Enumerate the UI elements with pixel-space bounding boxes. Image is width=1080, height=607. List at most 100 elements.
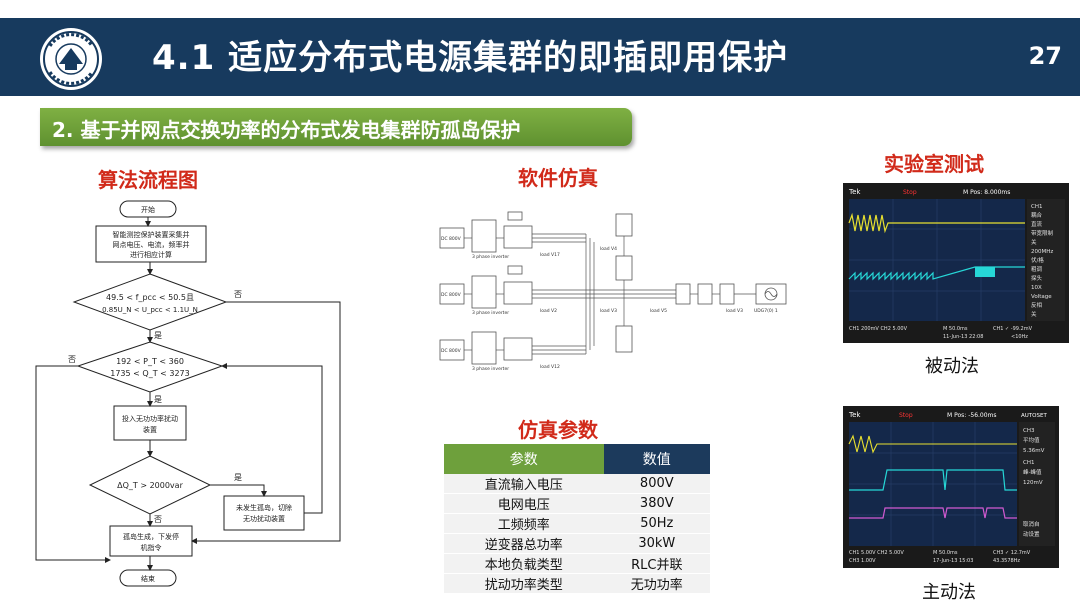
scope1-side-text: 反相 [1031, 301, 1043, 309]
sim-label-dc2: DC 800V [441, 292, 462, 298]
inject-line1: 投入无功功率扰动 [122, 414, 178, 423]
param-name: 电网电压 [444, 493, 604, 514]
no-island-line1: 未发生孤岛，切除 [236, 503, 292, 512]
scope1-side-text: 探头 [1031, 274, 1043, 282]
process-no-island [223, 495, 305, 531]
dec3-text: ΔQ_T > 2000var [117, 481, 183, 490]
scope2-side-text: 动设置 [1023, 530, 1040, 538]
scope1-side-text: 耦合 [1031, 211, 1043, 219]
scope2-date: 17-Jun-13 15:03 [933, 558, 973, 564]
oscilloscope-active: Tek Stop M Pos: -56.00ms AUTOSET CH3 平均值… [843, 406, 1059, 568]
param-name: 本地负载类型 [444, 553, 604, 574]
sim-label-load1: load V17 [540, 252, 560, 258]
sim-label-load2: load V2 [540, 308, 557, 314]
sim-label-load7: load V3 [726, 308, 743, 314]
inject-line2: 装置 [143, 425, 157, 434]
table-row: 扰动功率类型无功功率 [444, 573, 710, 594]
university-logo-icon [40, 28, 102, 90]
collect-line3: 进行相应计算 [130, 250, 172, 259]
decision-power [76, 341, 224, 393]
scope2-channel3: CH3 1.00V [849, 558, 876, 564]
scope2-side-text: 取消自 [1023, 520, 1040, 528]
scope1-status: Stop [903, 189, 917, 196]
algorithm-flowchart: 开始 智能测控保护装置采集并 网点电压、电流，频率并 进行相应计算 49.5 <… [35, 200, 341, 587]
oscilloscope-passive: Tek Stop M Pos: 8.000ms CH1 耦合 直流 带宽限制 关… [843, 183, 1069, 343]
scope2-freq: 43.3578Hz [993, 558, 1020, 564]
scope1-timescale: M 50.0ms [943, 326, 968, 332]
scope1-side-text: 直流 [1031, 220, 1043, 228]
scope1-channels: CH1 200mV CH2 5.00V [849, 326, 908, 332]
dec1-line1: 49.5 < f_pcc < 50.5且 [106, 293, 194, 302]
scope2-brand: Tek [848, 411, 861, 419]
param-value: 30kW [603, 533, 710, 554]
param-name: 扰动功率类型 [444, 573, 604, 594]
scope2-side-text: 峰-峰值 [1023, 468, 1042, 476]
scope2-side-text: 120mV [1023, 480, 1043, 486]
no-island-line2: 无功扰动装置 [243, 514, 285, 523]
flowchart-title: 算法流程图 [98, 168, 198, 192]
sim-label-load3: load V12 [540, 364, 560, 370]
passive-caption: 被动法 [925, 356, 979, 377]
island-line2: 机指令 [141, 543, 162, 552]
software-title: 软件仿真 [518, 166, 598, 190]
sim-label-source: UDG7(0) 1 [754, 308, 778, 314]
end-text: 结束 [141, 574, 155, 583]
label-yes-1: 是 [154, 331, 162, 340]
scope1-side-text: 粗调 [1031, 265, 1043, 273]
sim-label-load5: load V4 [600, 246, 617, 252]
scope1-side-text: 关 [1031, 238, 1037, 246]
island-line1: 孤岛生成，下发停 [123, 532, 179, 541]
scope1-trigger: CH1 ✓ -99.2mV [993, 326, 1033, 332]
label-yes-3: 是 [234, 473, 242, 482]
params-title: 仿真参数 [518, 418, 598, 442]
collect-line1: 智能测控保护装置采集并 [113, 230, 190, 239]
label-no-1: 否 [234, 290, 242, 299]
scope2-side-text: CH1 [1023, 460, 1034, 466]
decision-frequency [72, 273, 228, 331]
scope2-side-text: 平均值 [1023, 436, 1040, 444]
scope2-trigger: CH3 ✓ 12.7mV [993, 550, 1031, 556]
sim-label-load6: load V5 [650, 308, 667, 314]
scope1-side-text: 200MHz [1031, 249, 1053, 255]
dec1-line2: 0.85U_N < U_pcc < 1.1U_N [102, 306, 198, 314]
scope2-side-text: CH3 [1023, 428, 1035, 434]
sim-label-dc3: DC 800V [441, 348, 462, 354]
scope2-timescale: M 50.0ms [933, 550, 958, 556]
dec2-line2: 1735 < Q_T < 3273 [110, 369, 189, 378]
label-yes-2: 是 [154, 395, 162, 404]
scope2-timebase: M Pos: -56.00ms [947, 412, 997, 419]
sim-label-inv1: 3 phase inverter [472, 254, 509, 260]
scope1-side-text: Voltage [1031, 294, 1052, 300]
simulation-schematic: DC 800V DC 800V DC 800V 3 phase inverter… [439, 211, 787, 372]
label-no-2: 否 [68, 355, 76, 364]
sim-label-load4: load V3 [600, 308, 617, 314]
scope2-mode: AUTOSET [1021, 413, 1047, 419]
sim-label-inv2: 3 phase inverter [472, 310, 509, 316]
collect-line2: 网点电压、电流，频率并 [113, 240, 190, 249]
scope1-freq: <10Hz [1011, 334, 1028, 340]
scope1-side-text: CH1 [1031, 204, 1042, 210]
param-value: 380V [603, 493, 710, 514]
scope2-status: Stop [899, 412, 913, 419]
subtitle: 2. 基于并网点交换功率的分布式发电集群防孤岛保护 [52, 118, 521, 142]
scope1-side-text: 伏/格 [1031, 256, 1044, 264]
param-value: 50Hz [603, 513, 710, 534]
dec2-line1: 192 < P_T < 360 [116, 357, 184, 366]
header-bar [0, 18, 1080, 96]
subtitle-bar [40, 108, 632, 146]
param-name: 工频频率 [444, 513, 604, 534]
scope1-date: 11-Jun-13 22:08 [943, 334, 983, 340]
scope1-brand: Tek [848, 188, 861, 196]
label-no-3: 否 [154, 515, 162, 524]
scope1-side-text: 10X [1031, 285, 1042, 291]
scope1-side-text: 带宽限制 [1031, 229, 1054, 237]
sim-label-dc1: DC 800V [441, 236, 462, 242]
param-name: 逆变器总功率 [444, 533, 604, 554]
params-header-value: 数值 [603, 444, 710, 474]
